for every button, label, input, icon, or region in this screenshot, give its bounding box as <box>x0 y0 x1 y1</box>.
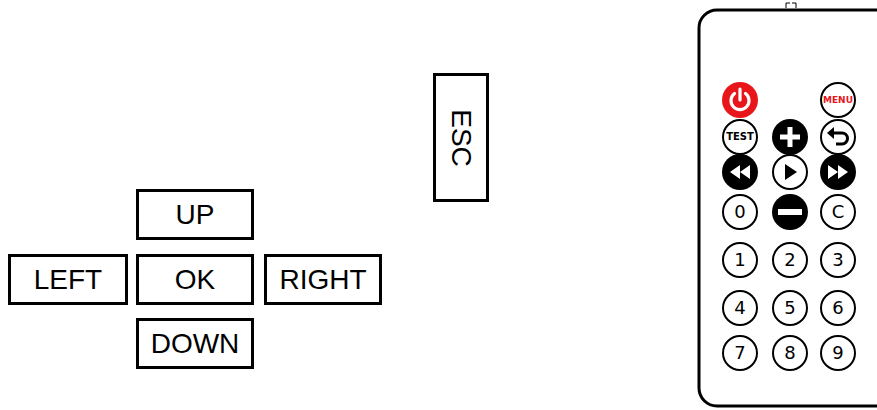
remote-button: 0 <box>722 194 758 230</box>
right-key: RIGHT <box>264 254 382 305</box>
remote-button: 7 <box>722 335 758 371</box>
back-button <box>821 120 855 154</box>
ok-key: OK <box>136 254 254 305</box>
remote-button: 3 <box>820 242 856 278</box>
remote-button: 4 <box>722 290 758 326</box>
remote-body <box>699 10 877 406</box>
fast-forward-button <box>820 154 856 190</box>
remote-button: 5 <box>772 290 808 326</box>
key-label: UP <box>176 201 215 229</box>
key-label: OK <box>175 266 215 294</box>
remote-button: C <box>820 194 856 230</box>
key-label: ESC <box>447 109 475 167</box>
button-label: MENU <box>823 96 853 105</box>
play-button <box>773 155 807 189</box>
button-label: 4 <box>734 299 745 317</box>
down-key: DOWN <box>136 318 254 369</box>
button-label: 5 <box>784 299 795 317</box>
button-label: 3 <box>832 251 843 269</box>
minus-button <box>772 194 808 230</box>
remote-button: 2 <box>772 242 808 278</box>
button-label: 0 <box>734 203 745 221</box>
remote-button: 9 <box>820 335 856 371</box>
button-label: 9 <box>832 344 843 362</box>
up-key: UP <box>136 189 254 240</box>
button-label: 1 <box>734 251 745 269</box>
remote-button: 6 <box>820 290 856 326</box>
remote-button: 8 <box>772 335 808 371</box>
top-mark <box>786 3 796 8</box>
button-label: 2 <box>784 251 795 269</box>
button-label: 8 <box>784 344 795 362</box>
esc-key: ESC <box>433 73 489 202</box>
key-label: RIGHT <box>279 266 366 294</box>
key-label: DOWN <box>151 330 240 358</box>
button-label: 7 <box>734 344 745 362</box>
rewind-button <box>722 154 758 190</box>
button-label: 6 <box>832 299 843 317</box>
button-label: TEST <box>726 132 754 142</box>
power-button <box>722 82 758 118</box>
key-label: LEFT <box>34 266 102 294</box>
remote-button: MENU <box>820 82 856 118</box>
button-label: C <box>832 203 845 221</box>
left-key: LEFT <box>8 254 128 305</box>
plus-button <box>772 119 808 155</box>
remote-button: TEST <box>722 119 758 155</box>
remote-button: 1 <box>722 242 758 278</box>
